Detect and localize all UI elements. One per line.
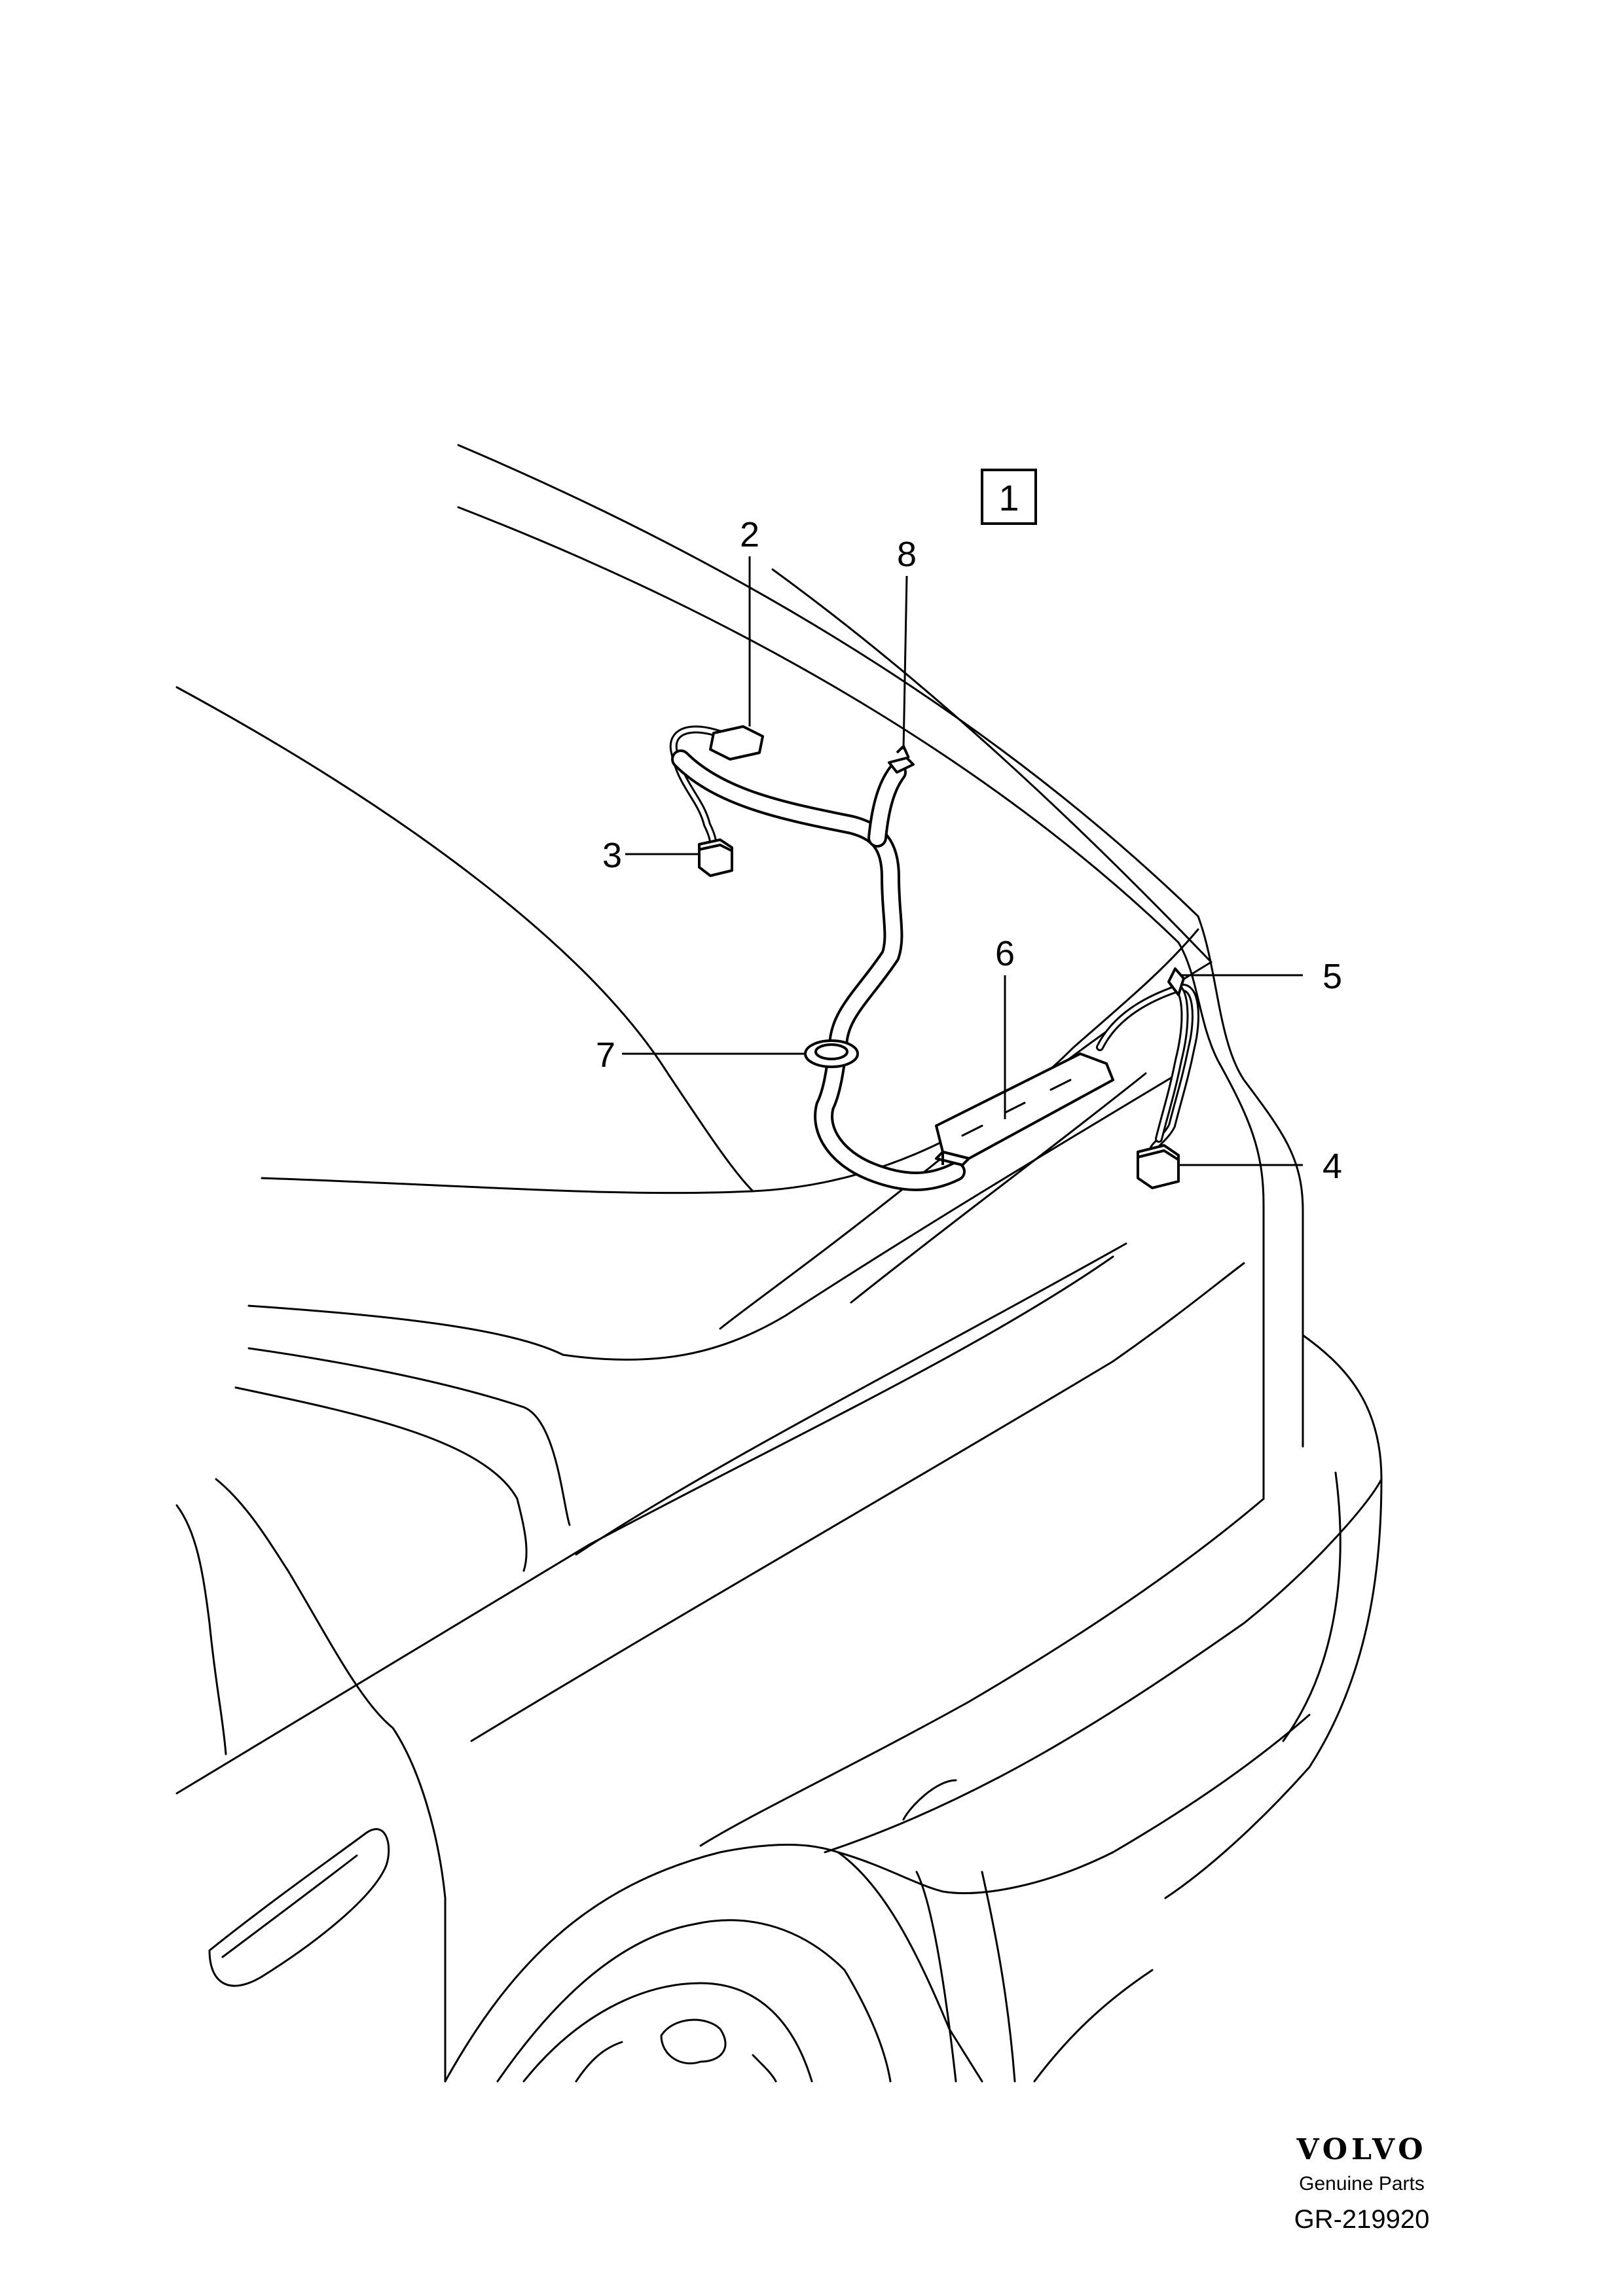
callout-3: 3 — [602, 836, 622, 875]
leader-lines — [622, 556, 1303, 1166]
license-plate-light-6 — [935, 1052, 1114, 1166]
clip-5 — [1167, 967, 1185, 996]
brand-subtitle: Genuine Parts — [1299, 2173, 1425, 2195]
group-box: 1 — [981, 469, 1037, 525]
connector-4 — [1137, 1144, 1180, 1189]
callout-5: 5 — [1322, 957, 1342, 996]
callout-2: 2 — [740, 515, 759, 554]
callout-8: 8 — [897, 535, 917, 574]
car-body-outline — [175, 444, 1383, 2083]
callout-4: 4 — [1322, 1147, 1342, 1186]
brand-block: VOLVO Genuine Parts GR-219920 — [1257, 2130, 1467, 2238]
diagram-code: GR-219920 — [1294, 2205, 1430, 2234]
callout-7: 7 — [596, 1035, 615, 1075]
group-box-label: 1 — [998, 477, 1019, 518]
callout-6: 6 — [995, 934, 1015, 973]
connector-3 — [698, 838, 733, 877]
volvo-logo: VOLVO — [1296, 2133, 1427, 2166]
wiring-harness — [669, 725, 1199, 1191]
callout-labels: 2 8 3 6 5 7 4 — [596, 515, 1342, 1186]
clip-8 — [888, 745, 915, 774]
connector-2 — [709, 725, 764, 761]
grommet-7 — [804, 1039, 859, 1068]
